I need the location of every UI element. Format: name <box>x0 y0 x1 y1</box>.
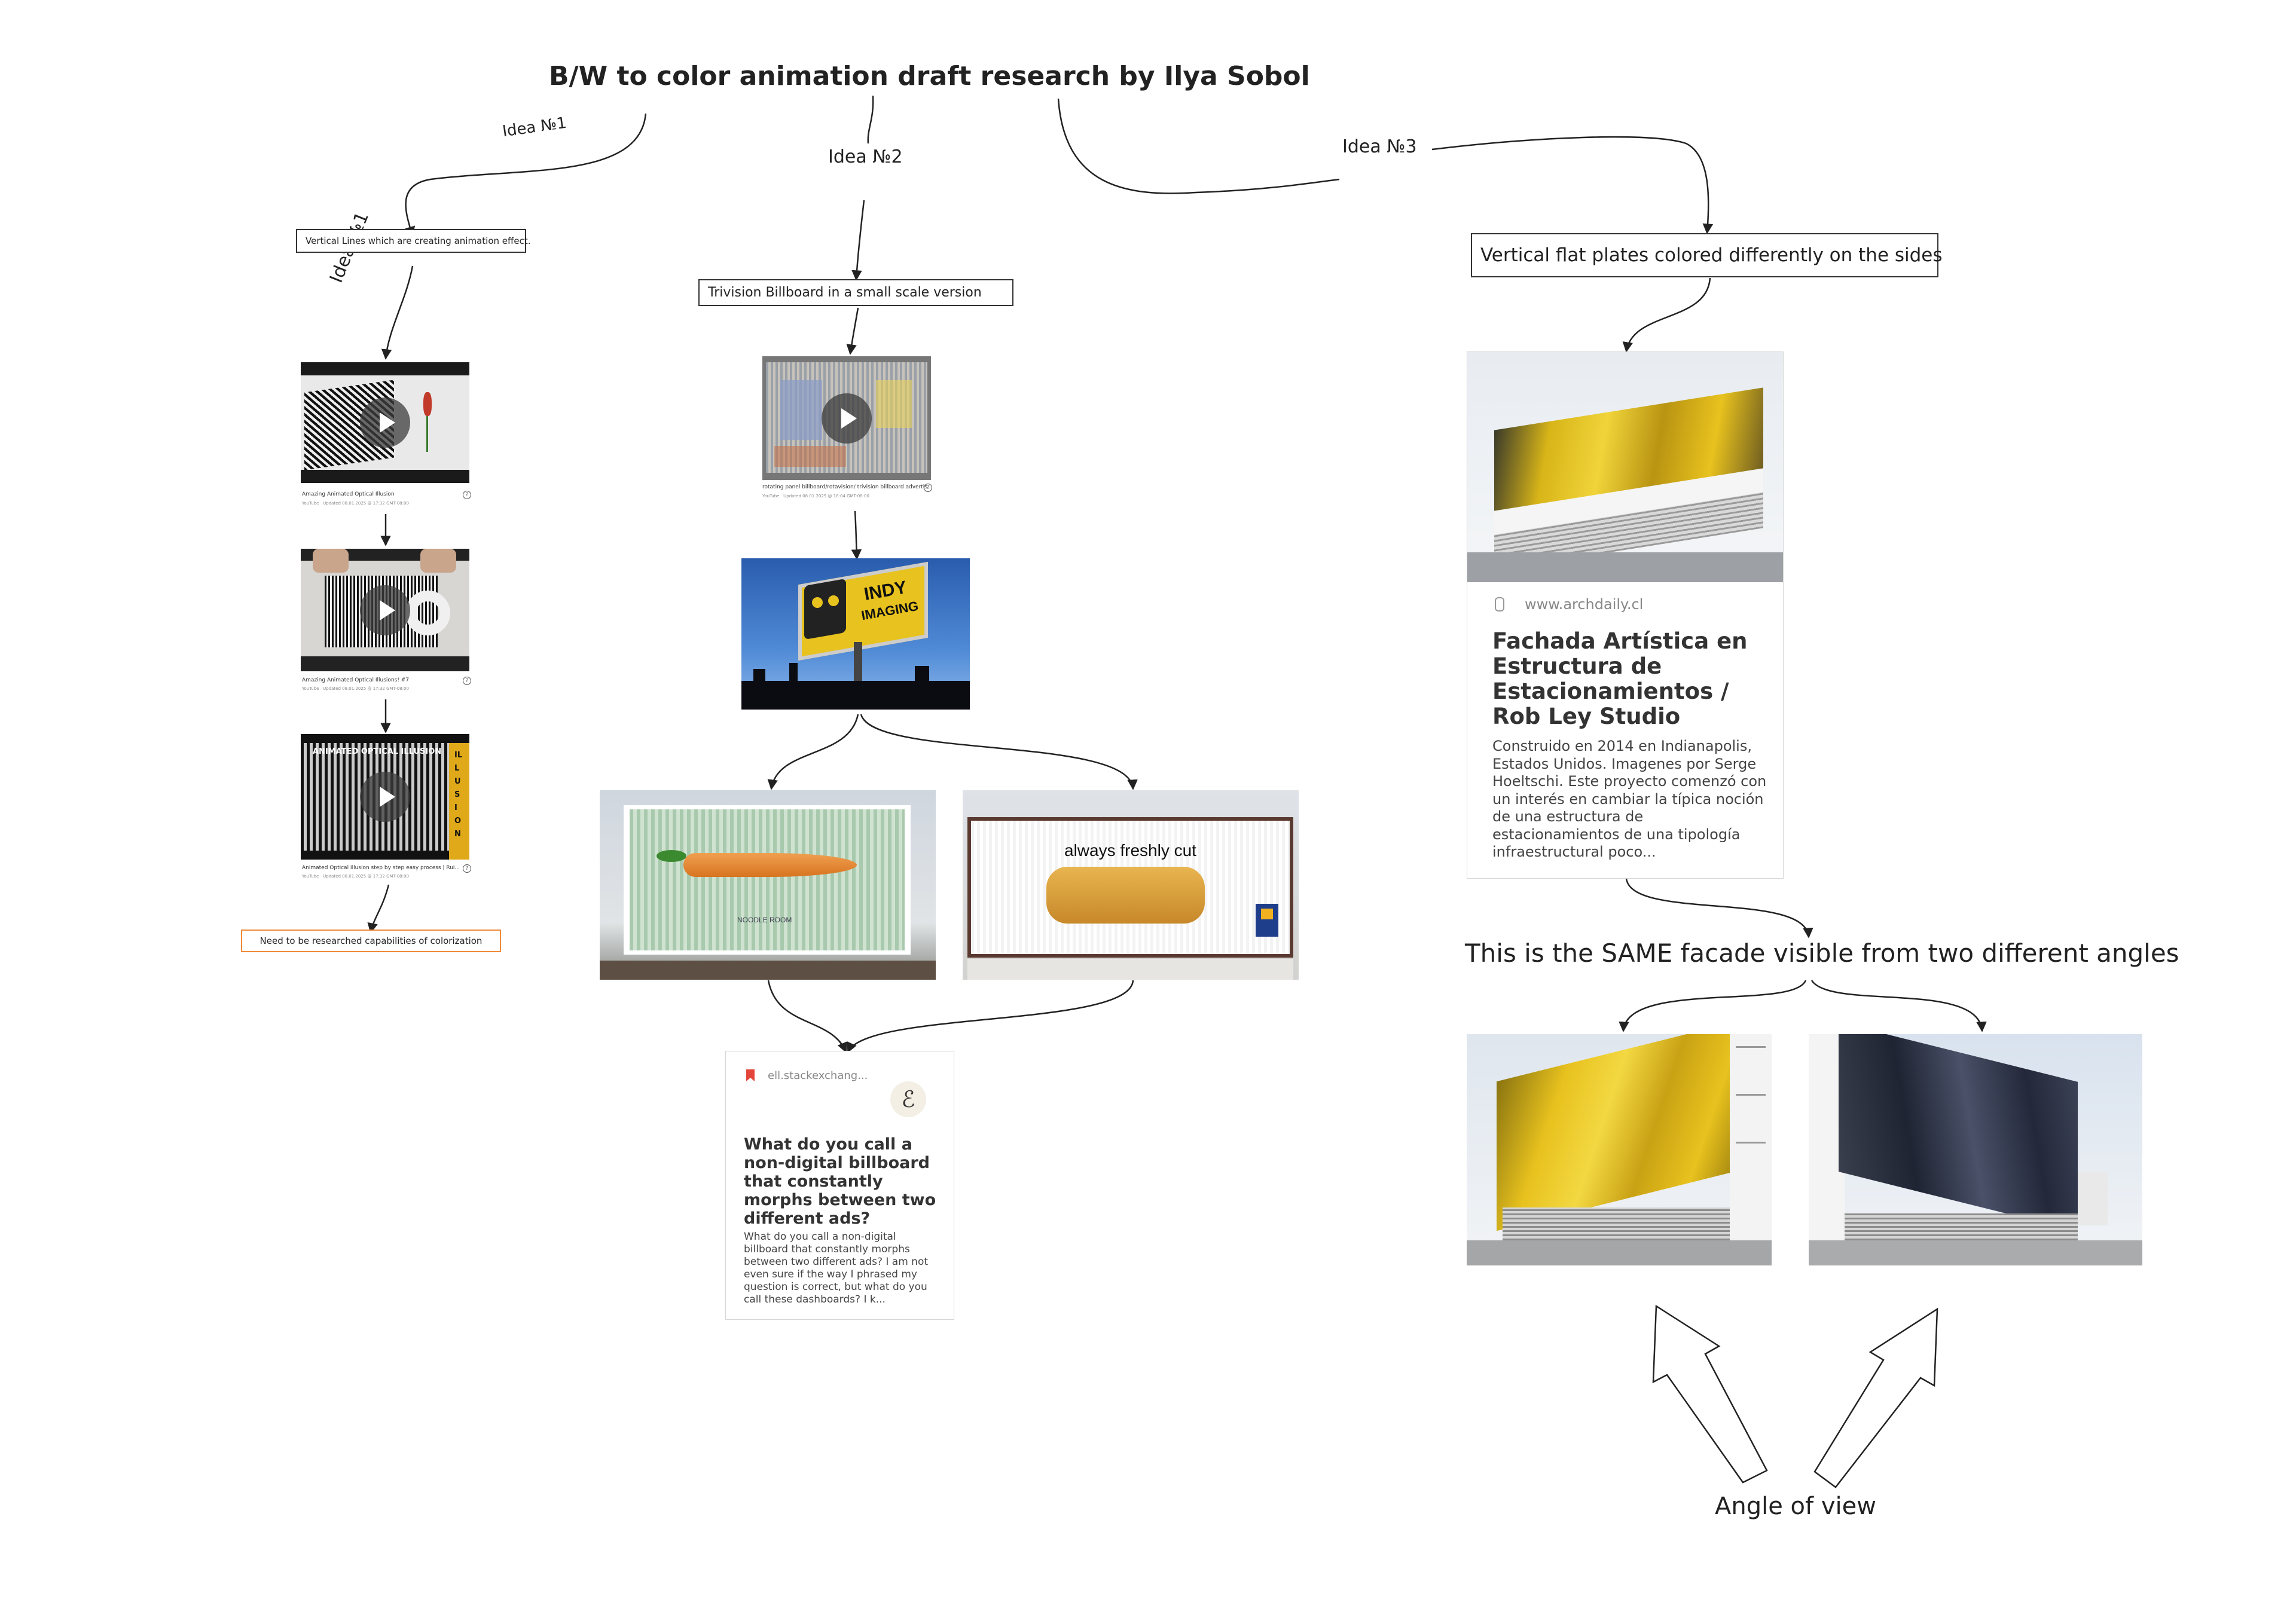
help-icon[interactable]: ? <box>463 677 471 685</box>
help-icon[interactable]: ? <box>463 864 471 873</box>
idea2-label: Idea №2 <box>828 146 903 167</box>
trivision-box[interactable]: Trivision Billboard in a small scale ver… <box>698 279 1013 306</box>
play-icon[interactable] <box>360 772 410 822</box>
vertical-lines-box[interactable]: Vertical Lines which are creating animat… <box>296 229 530 253</box>
video-1-title: Amazing Animated Optical Illusion <box>302 491 395 497</box>
indy-billboard-image: INDY IMAGING <box>741 558 970 710</box>
video-2-source: YouTube <box>302 686 319 691</box>
angle-of-view-label: Angle of view <box>1715 1493 1876 1520</box>
video-2-updated: Updated 08.01.2025 @ 17:32 GMT-08:00 <box>323 686 409 691</box>
video-1-meta: YouTube Updated 08.01.2025 @ 17:32 GMT-0… <box>302 501 409 506</box>
video-4-updated: Updated 08.01.2025 @ 18:04 GMT-08:00 <box>783 494 869 499</box>
video-3-updated: Updated 08.01.2025 @ 17:32 GMT-08:00 <box>323 874 409 879</box>
stack-card-title: What do you call a non-digital billboard… <box>744 1135 936 1228</box>
video-thumbnail-3[interactable]: ANIMATED OPTICAL ILLUSION ILLUSION <box>301 734 469 860</box>
illusion-banner-side: ILLUSION <box>454 751 463 839</box>
help-icon[interactable]: ? <box>924 484 932 492</box>
video-4-source: YouTube <box>762 494 780 499</box>
stackexchange-card[interactable]: ell.stackexchang... ℰ What do you call a… <box>725 1051 954 1320</box>
same-facade-label: This is the SAME facade visible from two… <box>1465 938 2179 968</box>
archdaily-title: Fachada Artística en Estructura de Estac… <box>1492 628 1748 729</box>
video-3-meta: YouTube Updated 08.01.2025 @ 17:32 GMT-0… <box>302 874 409 879</box>
facade-photo-dark <box>1809 1034 2142 1265</box>
archdaily-card[interactable]: www.archdaily.cl Fachada Artística en Es… <box>1467 351 1784 879</box>
play-icon[interactable] <box>360 398 410 448</box>
facade-photo-main <box>1467 352 1783 582</box>
vertical-plates-text: Vertical flat plates colored differently… <box>1480 244 1943 266</box>
trivision-text: Trivision Billboard in a small scale ver… <box>708 285 982 300</box>
illusion-banner-heading: ANIMATED OPTICAL ILLUSION <box>313 747 442 756</box>
facade-photo-yellow <box>1467 1034 1772 1265</box>
carrot-billboard-image: NOODLE ROOM <box>600 790 936 980</box>
video-thumbnail-1[interactable] <box>301 362 469 483</box>
bookmark-icon <box>746 1069 755 1081</box>
video-3-title: Animated Optical Illusion step by step e… <box>302 865 460 871</box>
vertical-lines-text: Vertical Lines which are creating animat… <box>306 236 531 246</box>
archdaily-description: Construido en 2014 en Indianapolis, Esta… <box>1492 738 1767 860</box>
video-1-updated: Updated 08.01.2025 @ 17:32 GMT-08:00 <box>323 501 409 506</box>
video-thumbnail-4[interactable] <box>762 356 931 480</box>
link-icon <box>1495 597 1504 612</box>
video-2-meta: YouTube Updated 08.01.2025 @ 17:32 GMT-0… <box>302 686 409 691</box>
bread-billboard-text: always freshly cut <box>1064 841 1196 860</box>
page-title: B/W to color animation draft research by… <box>549 61 1310 91</box>
video-1-source: YouTube <box>302 501 319 506</box>
need-research-text: Need to be researched capabilities of co… <box>259 935 483 946</box>
need-research-box[interactable]: Need to be researched capabilities of co… <box>241 930 501 952</box>
video-3-source: YouTube <box>302 874 319 879</box>
bread-billboard-image: always freshly cut <box>963 790 1299 980</box>
idea3-label: Idea №3 <box>1342 136 1417 157</box>
stackexchange-logo-icon: ℰ <box>890 1081 926 1117</box>
play-icon[interactable] <box>822 393 872 444</box>
stack-card-description: What do you call a non-digital billboard… <box>744 1231 929 1306</box>
stack-card-domain: ell.stackexchang... <box>768 1069 868 1082</box>
play-icon[interactable] <box>360 585 410 635</box>
video-4-title: rotating panel billboard/rotavision/ tri… <box>762 484 933 490</box>
carrot-billboard-text: NOODLE ROOM <box>737 916 792 924</box>
video-thumbnail-2[interactable] <box>301 549 469 671</box>
video-4-meta: YouTube Updated 08.01.2025 @ 18:04 GMT-0… <box>762 494 869 499</box>
video-2-title: Amazing Animated Optical Illusions! #7 <box>302 677 410 683</box>
archdaily-domain: www.archdaily.cl <box>1525 596 1644 613</box>
vertical-plates-box[interactable]: Vertical flat plates colored differently… <box>1471 233 1943 277</box>
help-icon[interactable]: ? <box>463 491 471 499</box>
